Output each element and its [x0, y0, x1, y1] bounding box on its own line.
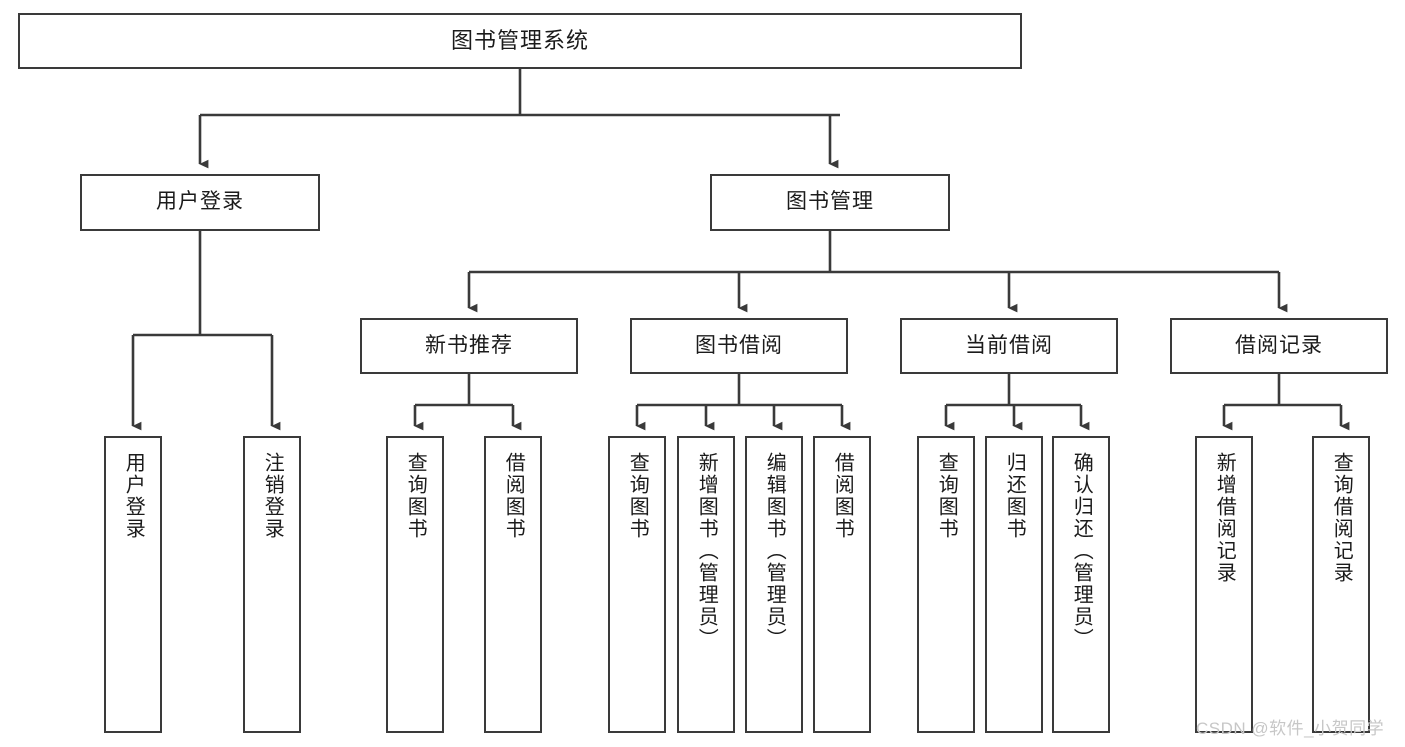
node-book-borrow-label: 图书借阅 — [695, 333, 783, 357]
node-leaf-borrow-book-rec-label: 借阅图书 — [502, 452, 525, 540]
node-leaf-query-book-current[interactable]: 查询图书 — [917, 436, 975, 733]
node-leaf-add-book-admin[interactable]: 新增图书（管理员） — [677, 436, 735, 733]
node-leaf-borrow-book-rec[interactable]: 借阅图书 — [484, 436, 542, 733]
node-leaf-query-borrow-record[interactable]: 查询借阅记录 — [1312, 436, 1370, 733]
node-book-manage-label: 图书管理 — [786, 190, 874, 214]
node-leaf-edit-book-admin[interactable]: 编辑图书（管理员） — [745, 436, 803, 733]
node-root-label: 图书管理系统 — [450, 28, 589, 54]
node-leaf-query-book-rec-label: 查询图书 — [404, 452, 427, 540]
node-new-book-recommend-label: 新书推荐 — [425, 333, 513, 357]
node-leaf-query-book-rec[interactable]: 查询图书 — [386, 436, 444, 733]
node-leaf-return-book[interactable]: 归还图书 — [985, 436, 1043, 733]
node-current-borrow-label: 当前借阅 — [965, 333, 1053, 357]
node-book-borrow[interactable]: 图书借阅 — [630, 318, 848, 374]
node-root[interactable]: 图书管理系统 — [18, 13, 1022, 69]
node-leaf-add-borrow-record-label: 新增借阅记录 — [1213, 452, 1236, 584]
node-user-login-label: 用户登录 — [156, 190, 244, 214]
node-borrow-record[interactable]: 借阅记录 — [1170, 318, 1388, 374]
node-leaf-query-borrow-record-label: 查询借阅记录 — [1330, 452, 1353, 584]
node-borrow-record-label: 借阅记录 — [1235, 333, 1323, 357]
node-leaf-confirm-return-admin[interactable]: 确认归还（管理员） — [1052, 436, 1110, 733]
node-leaf-borrow-book[interactable]: 借阅图书 — [813, 436, 871, 733]
node-leaf-logout-login[interactable]: 注销登录 — [243, 436, 301, 733]
csdn-watermark: CSDN @软件_小贺同学 — [1196, 719, 1385, 738]
node-leaf-return-book-label: 归还图书 — [1003, 452, 1026, 540]
node-leaf-user-login[interactable]: 用户登录 — [104, 436, 162, 733]
node-leaf-query-book-borrow-label: 查询图书 — [626, 452, 649, 540]
node-new-book-recommend[interactable]: 新书推荐 — [360, 318, 578, 374]
node-leaf-user-login-label: 用户登录 — [122, 452, 145, 540]
node-leaf-query-book-current-label: 查询图书 — [935, 452, 958, 540]
node-leaf-edit-book-admin-label: 编辑图书（管理员） — [763, 452, 786, 650]
node-leaf-logout-login-label: 注销登录 — [261, 452, 284, 540]
node-leaf-confirm-return-admin-label: 确认归还（管理员） — [1070, 452, 1093, 650]
node-leaf-query-book-borrow[interactable]: 查询图书 — [608, 436, 666, 733]
node-user-login[interactable]: 用户登录 — [80, 174, 320, 231]
node-leaf-add-book-admin-label: 新增图书（管理员） — [695, 452, 718, 650]
node-book-manage[interactable]: 图书管理 — [710, 174, 950, 231]
node-leaf-borrow-book-label: 借阅图书 — [831, 452, 854, 540]
node-current-borrow[interactable]: 当前借阅 — [900, 318, 1118, 374]
node-leaf-add-borrow-record[interactable]: 新增借阅记录 — [1195, 436, 1253, 733]
